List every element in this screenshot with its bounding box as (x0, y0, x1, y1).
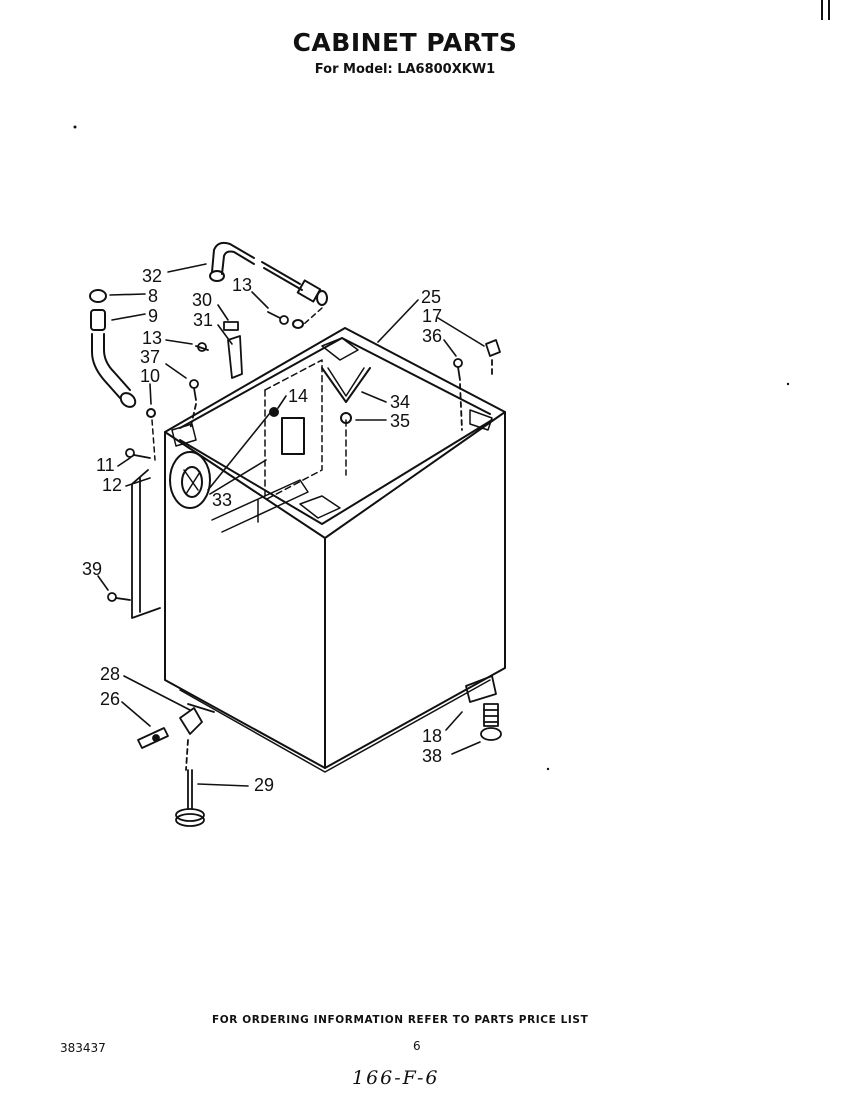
callout-34: 34 (390, 392, 410, 412)
callout-12: 12 (102, 475, 122, 495)
callout-29: 29 (254, 775, 274, 795)
callout-36: 36 (422, 326, 442, 346)
rear-leg-assembly (465, 675, 502, 741)
inlet-hose (89, 289, 156, 461)
callout-33: 33 (212, 490, 232, 510)
callout-14: 14 (288, 386, 308, 406)
callout-11: 11 (96, 455, 115, 475)
callout-31: 31 (193, 310, 213, 330)
inlet-mount-panel (169, 451, 211, 509)
callout-leaders (97, 263, 485, 787)
callout-37: 37 (140, 347, 160, 367)
fill-hose (209, 241, 328, 329)
ordering-note: FOR ORDERING INFORMATION REFER TO PARTS … (212, 1014, 589, 1026)
callout-26: 26 (100, 689, 120, 709)
callout-labels: 32 8 9 13 30 31 13 37 10 11 12 39 28 26 … (82, 266, 442, 795)
hardware-fasteners (107, 311, 501, 602)
handwritten-code: 166-F-6 (352, 1067, 440, 1089)
scan-edge-mark (821, 0, 823, 20)
callout-32: 32 (142, 266, 162, 286)
callout-25: 25 (421, 287, 441, 307)
callout-30: 30 (192, 290, 212, 310)
page-title: CABINET PARTS (292, 28, 518, 57)
callout-35: 35 (390, 411, 410, 431)
callout-39: 39 (82, 559, 102, 579)
callout-28: 28 (100, 664, 120, 684)
cabinet-body (164, 327, 506, 773)
callout-13: 13 (142, 328, 162, 348)
side-panel-bracket (131, 469, 161, 619)
page-number: 6 (413, 1039, 421, 1053)
cabinet-exploded-diagram: 32 8 9 13 30 31 13 37 10 11 12 39 28 26 … (73, 125, 790, 827)
callout-8: 8 (148, 286, 158, 306)
callout-9: 9 (148, 306, 158, 326)
callout-17: 17 (422, 306, 442, 326)
callout-10: 10 (140, 366, 160, 386)
scan-specks (73, 125, 790, 771)
document-number: 383437 (60, 1041, 106, 1055)
model-subtitle: For Model: LA6800XKW1 (314, 62, 496, 77)
tie-strap-assembly (321, 367, 371, 476)
callout-38: 38 (422, 746, 442, 766)
callout-13: 13 (232, 275, 252, 295)
scan-edge-mark (828, 0, 830, 20)
leveling-leg-assembly (137, 703, 215, 827)
callout-18: 18 (422, 726, 442, 746)
